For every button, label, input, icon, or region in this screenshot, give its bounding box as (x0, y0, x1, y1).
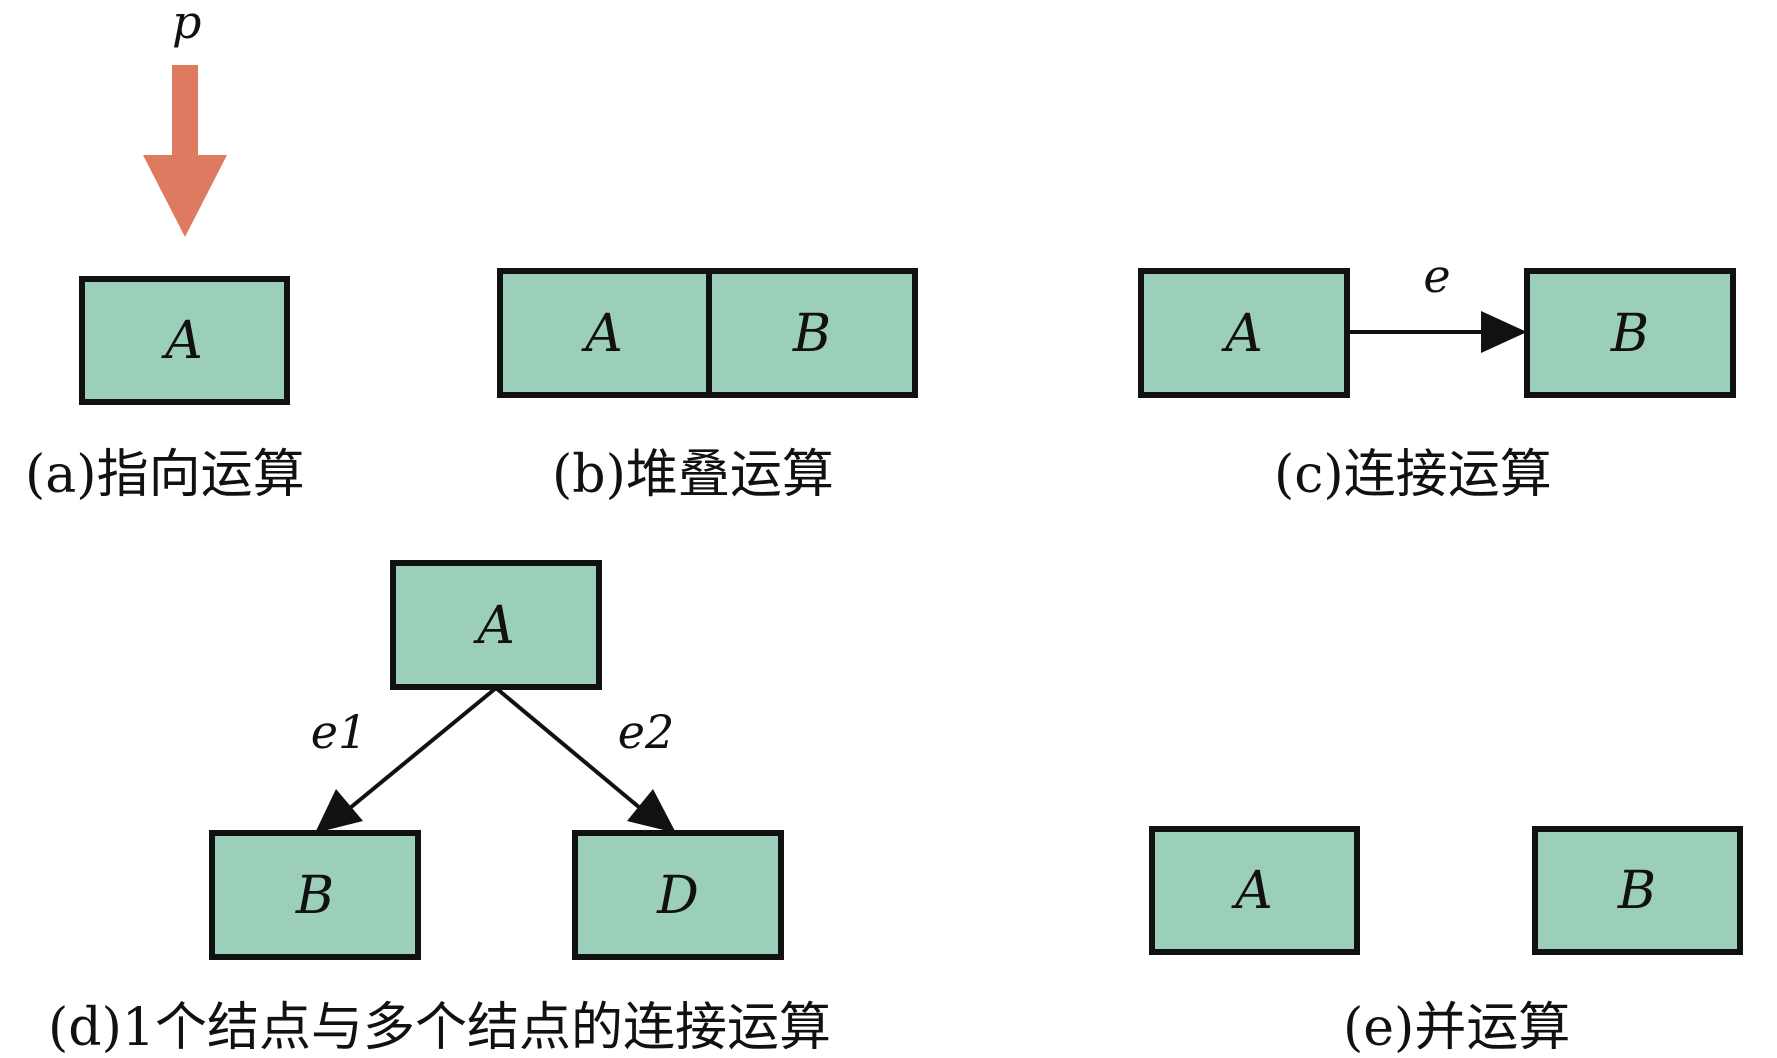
panel-c: A B e (c)连接运算 (1138, 249, 1736, 505)
caption-d: (d)1个结点与多个结点的连接运算 (48, 998, 831, 1058)
node-e-a (1149, 826, 1360, 955)
node-d-root-label: A (473, 596, 515, 656)
node-b-b (706, 268, 918, 398)
node-e-a-label: A (1231, 861, 1273, 921)
arrowhead-c-icon (1481, 311, 1527, 353)
arrowhead-d-right-icon (627, 789, 676, 833)
caption-b: (b)堆叠运算 (552, 445, 834, 505)
edge-d-right (494, 686, 642, 810)
arrowhead-d-left-icon (315, 789, 363, 833)
node-e-b (1532, 826, 1743, 955)
node-b-a-label: A (581, 304, 623, 364)
edge-d-left-label: e1 (311, 705, 368, 759)
edge-d-left (348, 686, 498, 810)
node-a-a-label: A (161, 311, 203, 371)
node-d-d (572, 830, 784, 960)
node-d-d-label: D (656, 866, 699, 926)
node-c-b (1524, 268, 1736, 398)
node-d-b-label: B (295, 866, 334, 926)
panel-b: A B (b)堆叠运算 (497, 268, 918, 505)
panel-e: A B (e)并运算 (1149, 826, 1743, 1058)
caption-e: (e)并运算 (1343, 998, 1570, 1058)
panel-d: A e1 e2 B D (d)1个结点与多个结点的连接运算 (48, 560, 831, 1058)
node-b-a (497, 268, 712, 398)
node-e-b-label: B (1617, 861, 1656, 921)
node-a-a (79, 276, 290, 405)
pointer-label: p (172, 0, 201, 49)
pointer-arrow-icon (143, 65, 227, 237)
node-c-b-label: B (1610, 304, 1649, 364)
caption-c: (c)连接运算 (1274, 445, 1552, 505)
caption-a: (a)指向运算 (25, 445, 305, 505)
edge-c-label: e (1423, 249, 1450, 303)
node-c-a-label: A (1221, 304, 1263, 364)
node-d-root (390, 560, 602, 690)
panel-a: p A (a)指向运算 (25, 0, 305, 505)
edge-d-right-label: e2 (618, 705, 675, 759)
node-d-b (209, 830, 421, 960)
node-b-b-label: B (792, 304, 831, 364)
